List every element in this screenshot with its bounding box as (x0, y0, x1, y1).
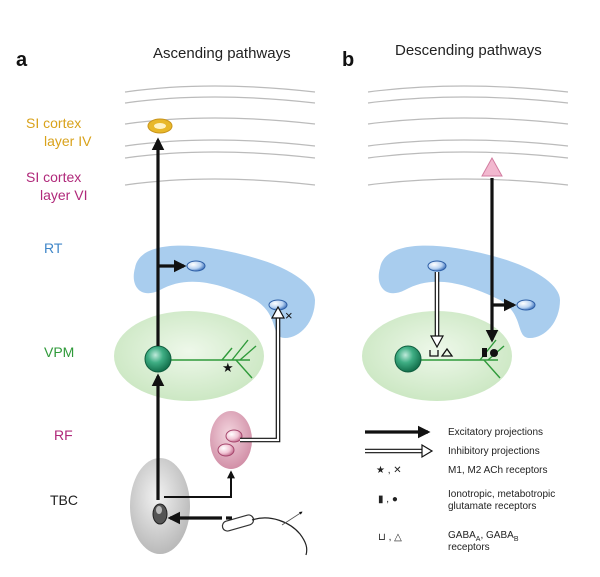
legend: Excitatory projections Inhibitory projec… (365, 425, 555, 553)
panel-b-heading: Descending pathways (395, 42, 542, 59)
si-layer6-label-line1: SI cortex (26, 169, 81, 185)
rf-neuron-a2 (217, 443, 235, 457)
vpm-relay-neuron-b (394, 345, 422, 373)
ionotropic-receptor-symbol (482, 348, 487, 357)
panel-a-letter: a (16, 49, 28, 71)
panel-a-heading: Ascending pathways (153, 45, 291, 62)
tbc-neuron-a-highlight (156, 506, 162, 514)
inhibitory-projections-a (240, 305, 286, 443)
si-layer4-label-line1: SI cortex (26, 115, 81, 131)
vpm-nucleus-a (114, 311, 264, 401)
excitatory-projections-b (485, 178, 517, 343)
legend-gaba-label-line1: GABAA, GABAB (448, 530, 519, 543)
layer6-pyramidal-neuron (481, 156, 503, 177)
legend-ach-symbols: ★ , ✕ (376, 465, 402, 476)
panel-b-cortex-layers (367, 85, 569, 186)
vpm-dendrite-a (170, 339, 257, 379)
rt-neuron-a1 (186, 260, 206, 272)
legend-glutamate-symbols: ▮ , ● (378, 494, 398, 505)
legend-glutamate-label-line1: Ionotropic, metabotropic (448, 489, 555, 500)
m1-receptor-symbol: ★ (222, 360, 234, 375)
legend-inhibitory-arrow (365, 443, 434, 459)
excitatory-projections-a (151, 137, 235, 525)
legend-ach-label: M1, M2 ACh receptors (448, 465, 547, 476)
rf-neuron-a1 (225, 429, 243, 443)
trigeminal-afferent-fiber (221, 511, 308, 556)
vpm-label: VPM (44, 344, 74, 360)
layer4-neuron-core (154, 123, 166, 129)
si-layer6-label-line2: layer VI (40, 187, 87, 203)
rt-nucleus-b (378, 245, 560, 338)
si-layer4-label-line2: layer IV (44, 133, 92, 149)
legend-gaba-symbols: ⊔ , △ (378, 532, 402, 543)
vpm-relay-neuron-a (144, 345, 172, 373)
inhibitory-projections-b (429, 272, 445, 349)
gaba-a-receptor-symbol (429, 350, 439, 357)
rt-label: RT (44, 240, 63, 256)
legend-inhibitory-label: Inhibitory projections (448, 446, 540, 457)
panel-b-letter: b (342, 49, 354, 71)
metabotropic-receptor-symbol (490, 349, 498, 357)
legend-excitatory-label: Excitatory projections (448, 427, 543, 438)
rt-neuron-b2 (516, 299, 536, 311)
legend-glutamate-label-line2: glutamate receptors (448, 501, 536, 512)
panel-a-cortex-layers (124, 85, 316, 186)
m2-receptor-symbol: × (285, 308, 293, 323)
gaba-b-receptor-symbol (440, 347, 454, 357)
tbc-label: TBC (50, 492, 78, 508)
legend-gaba-label-line2: receptors (448, 542, 490, 553)
rf-label: RF (54, 427, 73, 443)
rt-neuron-b1 (427, 260, 447, 272)
